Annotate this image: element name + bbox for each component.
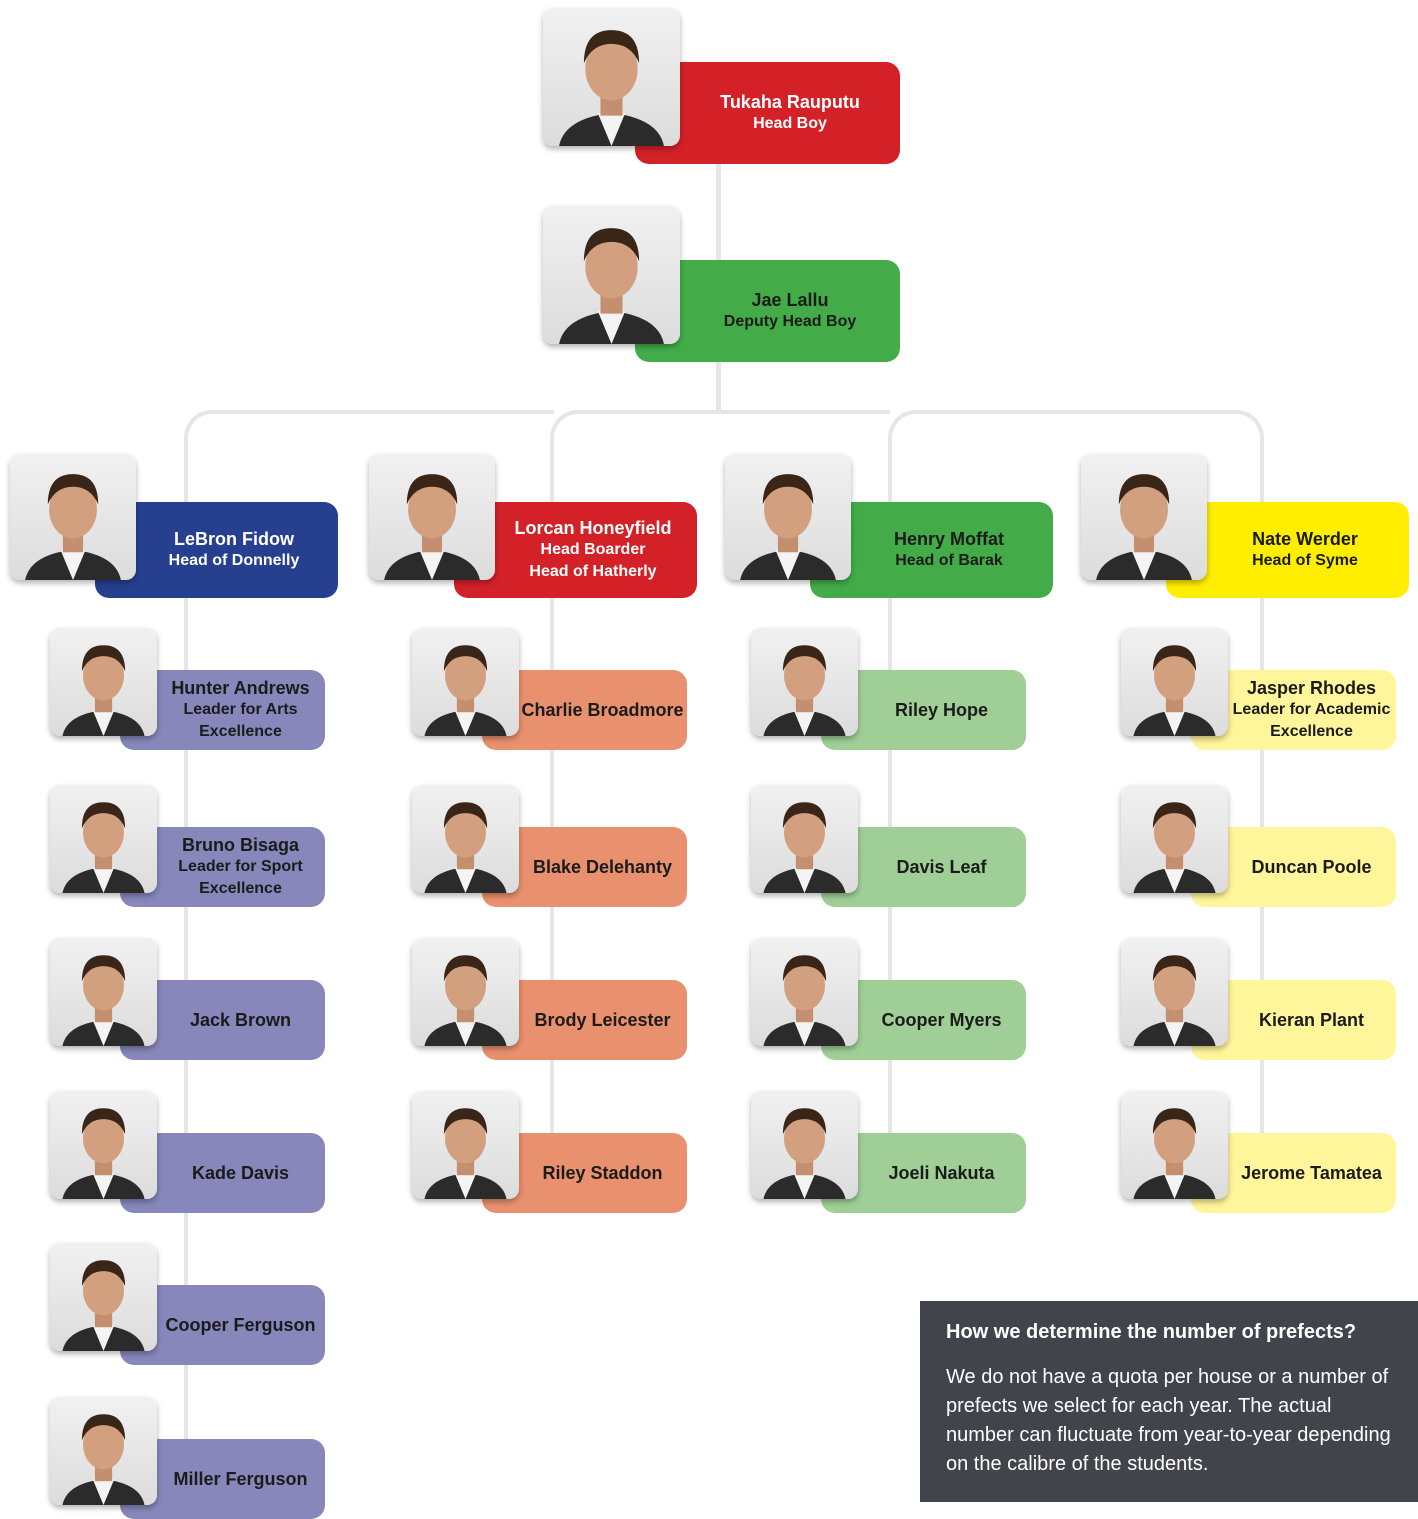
person-role: Leader for Arts (183, 701, 298, 718)
connector-col-2 (550, 440, 554, 1140)
person-name: Jasper Rhodes (1246, 678, 1377, 698)
prefect-photo (751, 628, 858, 736)
person-role: Head of Hatherly (529, 563, 657, 580)
connector-branch-1 (184, 410, 554, 450)
person-name: Riley Staddon (542, 1163, 663, 1183)
prefect-photo (50, 1243, 157, 1351)
info-title: How we determine the number of prefects? (946, 1321, 1357, 1343)
person-name: Riley Hope (894, 700, 989, 720)
person-name: Kade Davis (191, 1163, 290, 1183)
person-name: Cooper Myers (881, 1010, 1002, 1030)
person-name: LeBron Fidow (174, 529, 294, 549)
prefect-photo (50, 785, 157, 893)
prefect-photo (412, 785, 519, 893)
prefect-photo (50, 1397, 157, 1505)
person-name: Davis Leaf (896, 857, 987, 877)
prefect-photo (751, 1091, 858, 1199)
house-head-photo-3 (1081, 454, 1207, 580)
person-name: Miller Ferguson (173, 1469, 308, 1489)
prefect-photo (50, 1091, 157, 1199)
person-role: Head Boy (753, 115, 827, 132)
person-role: Deputy Head Boy (723, 313, 857, 330)
leader-photo-1 (543, 206, 680, 344)
prefect-photo (751, 785, 858, 893)
leader-photo-0 (543, 8, 680, 146)
person-name: Cooper Ferguson (165, 1315, 316, 1335)
person-name: Hunter Andrews (171, 678, 310, 698)
person-role: Head of Donnelly (168, 552, 300, 569)
person-role: Head of Barak (895, 552, 1003, 569)
prefect-photo (1121, 628, 1228, 736)
prefect-photo (50, 628, 157, 736)
person-name: Bruno Bisaga (181, 835, 300, 855)
prefect-photo (412, 938, 519, 1046)
person-name: Charlie Broadmore (521, 700, 684, 720)
house-head-photo-1 (369, 454, 495, 580)
person-role: Excellence (199, 880, 282, 897)
person-role: Excellence (199, 723, 282, 740)
info-body: We do not have a quota per house or a nu… (946, 1366, 1391, 1475)
person-name: Duncan Poole (1251, 857, 1372, 877)
person-name: Brody Leicester (534, 1010, 671, 1030)
person-name: Tukaha Rauputu (720, 92, 860, 112)
person-name: Jack Brown (189, 1010, 292, 1030)
person-name: Lorcan Honeyfield (514, 518, 672, 538)
prefect-photo (412, 1091, 519, 1199)
person-role: Leader for Academic (1232, 701, 1391, 718)
person-role: Excellence (1270, 723, 1353, 740)
house-head-photo-0 (10, 454, 136, 580)
person-name: Jae Lallu (751, 290, 829, 310)
house-head-photo-2 (725, 454, 851, 580)
connector-branch-2 (550, 410, 890, 450)
person-name: Nate Werder (1252, 529, 1358, 549)
prefect-photo (50, 938, 157, 1046)
prefect-photo (1121, 1091, 1228, 1199)
person-name: Jerome Tamatea (1241, 1163, 1382, 1183)
person-role: Head Boarder (540, 541, 646, 558)
person-name: Blake Delehanty (532, 857, 673, 877)
connector-col-4 (1260, 440, 1264, 1140)
person-name: Joeli Nakuta (888, 1163, 995, 1183)
connector-col-3 (888, 440, 892, 1140)
prefect-photo (1121, 785, 1228, 893)
info-box: How we determine the number of prefects?… (920, 1301, 1418, 1502)
connector-col-1 (184, 440, 188, 1470)
connector-branch-3 (888, 410, 1264, 450)
prefect-photo (412, 628, 519, 736)
person-role: Leader for Sport (178, 858, 303, 875)
prefect-photo (1121, 938, 1228, 1046)
person-name: Henry Moffat (893, 529, 1004, 549)
prefect-photo (751, 938, 858, 1046)
person-role: Head of Syme (1252, 552, 1358, 569)
person-name: Kieran Plant (1258, 1010, 1365, 1030)
